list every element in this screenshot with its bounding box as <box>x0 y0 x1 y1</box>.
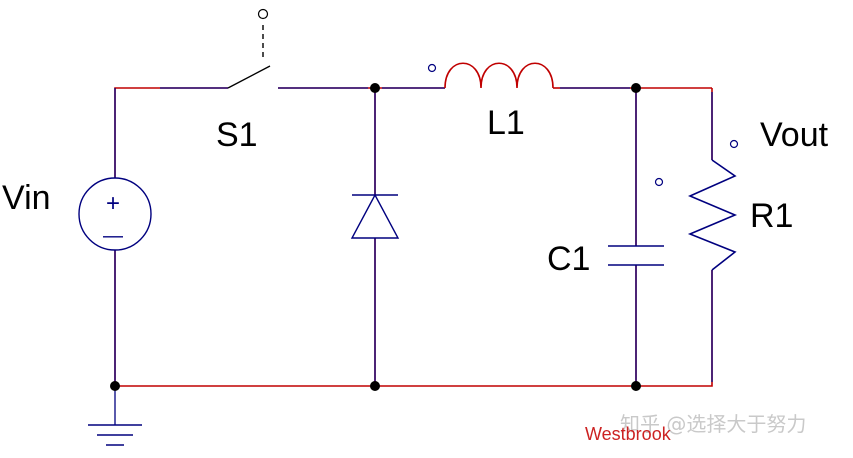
label-vin: Vin <box>2 179 51 217</box>
blue-wire-overlays <box>114 87 713 425</box>
label-vout: Vout <box>760 116 829 154</box>
source-circle <box>78 177 152 251</box>
wire-vin-to-switch <box>114 87 228 178</box>
switch-control-terminal <box>257 8 269 20</box>
ground-symbol <box>88 424 142 446</box>
junction-ground-cap <box>631 381 641 391</box>
label-l1: L1 <box>487 104 525 142</box>
label-c1: C1 <box>547 240 591 278</box>
zhihu-watermark: 知乎 @选择大于努力 <box>620 412 807 436</box>
freewheel-diode <box>350 193 400 239</box>
inductor-coil <box>444 62 554 89</box>
inductor-polarity-dot <box>427 63 437 73</box>
junction-switch-node <box>370 83 380 93</box>
capacitor-polarity-dot <box>654 177 664 187</box>
red-wires <box>114 87 713 387</box>
source-plus-sign: + <box>106 190 121 217</box>
resistor-r1 <box>687 139 739 271</box>
diode-triangle <box>350 193 400 239</box>
junction-ground-left <box>110 381 120 391</box>
vout-probe-dot <box>729 139 739 149</box>
label-s1: S1 <box>216 116 258 154</box>
label-r1: R1 <box>750 197 794 235</box>
inductor-l1 <box>427 62 560 89</box>
junction-dots <box>110 83 641 391</box>
wire-ground-rail <box>114 250 713 387</box>
junction-output-node <box>631 83 641 93</box>
source-minus-sign: — <box>103 225 123 247</box>
junction-ground-diode <box>370 381 380 391</box>
resistor-zigzag <box>687 159 738 271</box>
switch-s1 <box>227 8 271 89</box>
capacitor-c1 <box>608 177 664 266</box>
author-credit: Westbrook <box>585 424 671 444</box>
switch-blade <box>227 65 271 89</box>
voltage-source-vin <box>78 177 152 251</box>
